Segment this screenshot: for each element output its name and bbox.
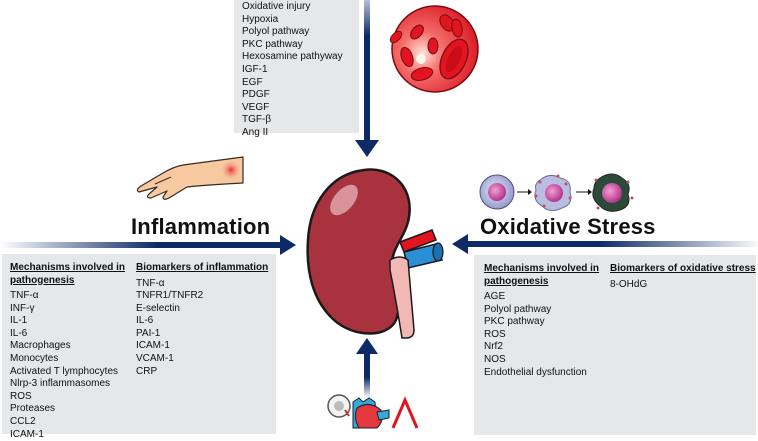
oxidative-mechanism-item: PKC pathway [484,316,545,328]
inflammation-mechanism-item: CCL2 [10,415,36,427]
inflammation-mechanism-item: Macrophages [10,340,71,352]
inflammation-mechanism-item: Proteases [10,403,56,415]
inflammation-mechanism-item: Activated T lymphocytes [10,365,119,377]
oxidative-mechanism-item: Endothelial dysfunction [484,366,587,378]
inflammation-biomarker-item: TNFR1/TNFR2 [136,290,204,302]
inflammation-panel: Mechanisms involved in pathogenesis TNF-… [2,254,276,440]
inflammation-mechanism-item: IL-6 [10,327,28,339]
inflammation-mechanism-item: Nlrp-3 inflammasomes [10,378,111,390]
inflammation-mechanisms-column: Mechanisms involved in pathogenesis TNF-… [10,262,135,441]
oxidized-cells-icon [479,173,634,212]
inflammation-biomarker-item: IL-6 [136,315,154,327]
top-factor-item: Oxidative injury [242,1,311,12]
oxidative-biomarkers-column: Biomarkers of oxidative stress 8-OHdG [610,263,756,291]
inflammation-biomarker-item: PAI-1 [136,327,161,339]
inflammation-mechanism-item: Monocytes [10,352,59,364]
arrow-left-oxidative-stress [452,234,758,254]
top-factor-item: IGF-1 [242,63,268,75]
inflammation-mechanism-item: TNF-α [10,290,39,301]
top-factor-item: Polyol pathway [242,26,310,38]
top-factor-item: VEGF [242,101,270,113]
inflammation-biomarkers-header: Biomarkers of inflammation [136,262,269,273]
oxidative-mechanism-item: AGE [484,291,506,302]
oxidative-biomarkers-header: Biomarkers of oxidative stress [610,263,756,274]
inflamed-arm-icon [136,156,244,200]
inflammation-biomarker-item: VCAM-1 [136,353,174,365]
blood-cells-icon [389,5,479,93]
arrow-up-bottom [356,338,378,398]
inflammation-mechanism-item: ROS [10,390,32,402]
heart-hypertension-icon [327,394,419,429]
inflammation-biomarker-item: TNF-α [136,277,165,289]
top-factor-item: EGF [242,76,263,88]
inflammation-mechanism-item: ICAM-1 [10,428,44,440]
oxidative-mechanisms-header: Mechanisms involved in pathogenesis [484,263,600,287]
inflammation-biomarker-item: CRP [136,365,158,377]
arrow-down-top [355,0,379,157]
oxidative-biomarker-item: 8-OHdG [610,278,648,290]
inflammation-mechanisms-header: Mechanisms involved in pathogenesis [10,262,126,286]
oxidative-stress-title: Oxidative Stress [480,214,656,239]
oxidative-mechanism-item: Polyol pathway [484,303,552,315]
oxidative-biomarkers-list: 8-OHdG [610,279,756,292]
oxidative-mechanism-item: ROS [484,328,506,340]
oxidative-mechanism-item: Nrf2 [484,341,503,353]
inflammation-mechanism-item: IL-1 [10,315,28,327]
inflammation-title: Inflammation [131,214,271,239]
top-factor-item: PDGF [242,89,270,101]
top-factor-item: Ang II [242,126,269,138]
arrow-right-inflammation [0,235,296,255]
kidney-icon [306,168,444,339]
top-factor-item: TGF-β [242,114,272,126]
top-factor-item: Hexosamine pathyway [242,51,343,63]
top-factor-item: PKC pathway [242,38,303,50]
inflammation-mechanism-item: INF-γ [10,302,35,314]
inflammation-biomarker-item: ICAM-1 [136,340,170,352]
oxidative-mechanism-item: NOS [484,353,506,365]
inflammation-biomarker-item: E-selectin [136,302,180,314]
top-factor-item: Hypoxia [242,13,279,25]
